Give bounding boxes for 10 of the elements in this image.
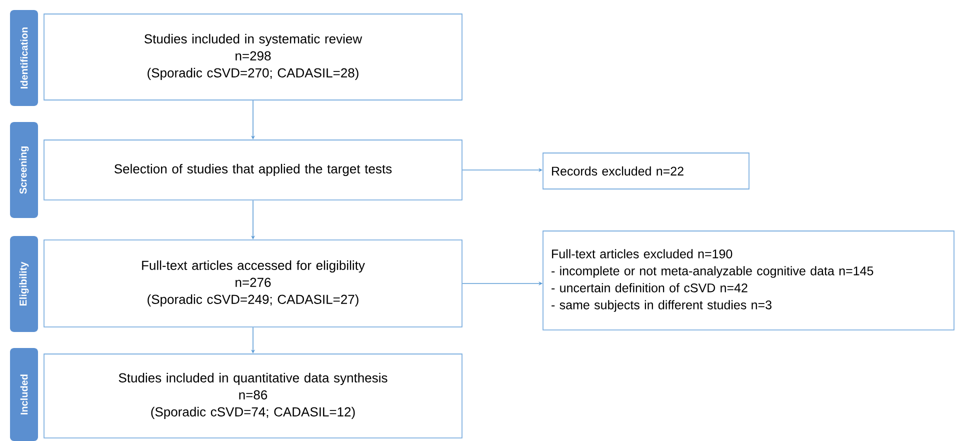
stage-tab: Identification	[10, 10, 38, 106]
process-box: Studies included in quantitative data synthesis n=86 (Sporadic cSVD=74; CADASIL=12)	[44, 354, 462, 438]
stage-tab: Included	[10, 348, 38, 441]
process-box: Selection of studies that applied the target tests	[44, 140, 462, 200]
stage-tab: Eligibility	[10, 236, 38, 332]
process-box: Studies included in systematic review n=298 (Sporadic cSVD=270; CADASIL=28)	[44, 14, 462, 100]
exclusion-box: Full-text articles excluded n=190 - incomplete or not meta-analyzable cognitive data n=145 - uncertain definition of cSVD n=42 - same subjects in different studies n=3	[542, 230, 954, 330]
stage-tab: Screening	[10, 122, 38, 218]
process-box: Full-text articles accessed for eligibility n=276 (Sporadic cSVD=249; CADASIL=27)	[44, 240, 462, 328]
exclusion-box: Records excluded n=22	[542, 152, 750, 190]
